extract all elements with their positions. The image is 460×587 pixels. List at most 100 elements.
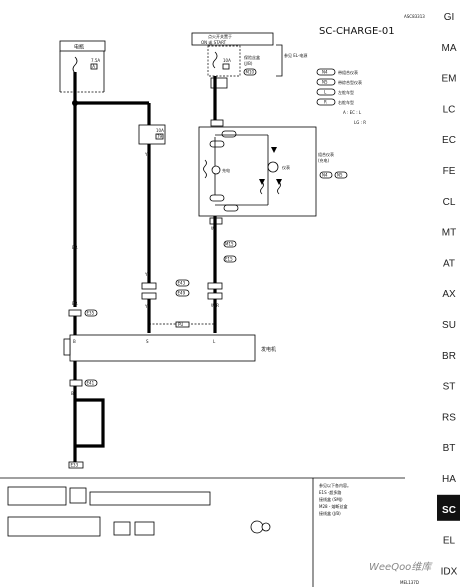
side-tab-el[interactable]: EL <box>443 536 456 547</box>
side-tab-cl[interactable]: CL <box>443 197 456 208</box>
legend-tag-4-text: R <box>324 100 327 105</box>
legend-tag-n5-meter <box>334 171 348 179</box>
side-tab-lc[interactable]: LC <box>443 104 456 115</box>
side-tab-sc[interactable]: SC <box>442 505 456 516</box>
charge-diode-icon <box>271 147 277 153</box>
charge-lamp-label: 充电 <box>222 167 230 173</box>
alternator-ground-block <box>63 338 71 356</box>
legend-line-2: 带综合型仪表 <box>338 79 362 85</box>
fuse-7-5a-tag-text: A <box>92 64 95 69</box>
side-tab-rs[interactable]: RS <box>442 412 456 423</box>
e43-tag-text: E43 <box>178 281 186 286</box>
fuse-7-5a-symbol <box>72 56 78 74</box>
alternator-label: 发电机 <box>261 346 276 353</box>
side-tab-ax[interactable]: AX <box>442 289 456 300</box>
footer-code: MEL137D <box>400 580 419 585</box>
connector-w-2 <box>207 292 223 300</box>
connector-y-2 <box>141 292 157 300</box>
fuse-10a-mid-tag-text: 79 <box>157 134 163 139</box>
connector-meter-top <box>210 119 224 127</box>
e49-tag-text: E49 <box>178 291 186 296</box>
side-tab-ec[interactable]: EC <box>442 135 456 146</box>
ground-code: E33 <box>71 463 79 468</box>
fuse-10a-top-symbol <box>212 51 218 69</box>
side-tab-active-bg <box>437 494 460 521</box>
battery-label: 电瓶 <box>74 44 84 51</box>
legend-line-3: 左舵车型 <box>338 89 354 95</box>
side-tab-bt[interactable]: BT <box>443 443 456 454</box>
e15-tag <box>223 255 237 263</box>
e41-tag-text: E41 <box>87 381 95 386</box>
side-tab-ha[interactable]: HA <box>442 474 456 485</box>
meter-resistor-r2 <box>277 181 281 195</box>
side-tab-em[interactable]: EM <box>442 74 457 85</box>
side-tab-gi[interactable]: GI <box>444 12 455 23</box>
watermark: WeeQoo维库 <box>369 561 433 573</box>
ground-connector-symbol <box>250 520 264 534</box>
wire-label-br-bottom: BR <box>72 301 78 306</box>
e43-tag <box>175 279 190 287</box>
side-tab-su[interactable]: SU <box>442 320 456 331</box>
ref-line-1: 参见以下各内容。 <box>319 482 351 488</box>
connector-top-fuse <box>210 77 228 89</box>
m15-tag <box>223 240 237 248</box>
charge-lamp-icon <box>211 165 221 175</box>
meter-diode-2 <box>259 179 265 185</box>
connector-w-1 <box>207 282 223 290</box>
side-tab-br[interactable]: BR <box>442 351 456 362</box>
side-tab-st[interactable]: ST <box>443 382 456 393</box>
meter-resistor-left <box>203 159 207 179</box>
alternator-pin-l: L <box>213 339 216 344</box>
wire-label-y-mid: Y <box>144 272 148 277</box>
fuse-10a-mid-label: 10A <box>156 128 164 133</box>
side-tab-ma[interactable]: MA <box>442 43 457 54</box>
side-tab-fe[interactable]: FE <box>443 166 456 177</box>
ignition-label-box <box>191 32 274 46</box>
legend-tag-2 <box>316 78 336 86</box>
e15-tag-text: E15 <box>225 257 233 262</box>
side-tab-mt[interactable]: MT <box>442 228 456 239</box>
wire-label-b: B <box>71 391 74 396</box>
ref-line-4: M28 - 熔断丝盒 <box>319 503 348 509</box>
page-title: SC-CHARGE-01 <box>319 26 395 37</box>
fuse-7-5a-tag <box>90 63 98 70</box>
e41-tag <box>84 379 98 387</box>
wire-label-y-low: Y <box>144 304 148 309</box>
legend-tag-n4-meter-text: N4 <box>322 173 328 178</box>
legend-line-5: A : EC : L <box>343 110 362 115</box>
alternator-pin-s: S <box>146 339 149 344</box>
jb-label-line2: (J/B) <box>244 61 253 66</box>
ground-connector-symbol-2 <box>261 522 271 532</box>
meter-title-line2: (充电) <box>318 157 330 163</box>
charge-warning-lamp-icon <box>267 161 279 173</box>
connector-br-1 <box>68 309 82 317</box>
pu-tag-text: PU <box>178 322 183 327</box>
e35-tag-text: E35 <box>87 311 95 316</box>
meter-pin-2 <box>209 140 225 148</box>
connector-table-2 <box>7 516 271 537</box>
meter-pin-top <box>221 130 237 138</box>
ground-connector <box>68 461 84 469</box>
legend-tag-3-text: L <box>324 90 327 95</box>
m10-tag-text: M10 <box>246 70 255 75</box>
meter-pin-bottom <box>209 194 225 202</box>
legend-tag-1-text: N4 <box>322 70 328 75</box>
m10-tag <box>243 68 257 76</box>
legend-tag-n4-meter <box>319 171 333 179</box>
alternator-pin-b: B <box>73 339 76 344</box>
wire-ground-loop <box>75 398 105 448</box>
connector-ground-1 <box>69 379 83 387</box>
meter-diode-3 <box>276 179 282 185</box>
jb-label-line1: 保险丝盒 <box>244 54 260 60</box>
pu-tag <box>175 321 190 328</box>
connector-y-1 <box>141 282 157 290</box>
legend-tag-n5-meter-text: N5 <box>337 173 343 178</box>
side-tab-at[interactable]: AT <box>443 258 455 269</box>
ref-line-5: 接线盒 (J/B) <box>319 510 341 516</box>
fuse-10a-top-tag <box>222 63 230 70</box>
meter-pin-bottom-2 <box>223 204 239 212</box>
ref-line-3: 接线盒 (SMJ) <box>319 496 343 502</box>
wire-label-y-top: Y <box>144 152 148 157</box>
side-tab-idx[interactable]: IDX <box>441 566 458 577</box>
